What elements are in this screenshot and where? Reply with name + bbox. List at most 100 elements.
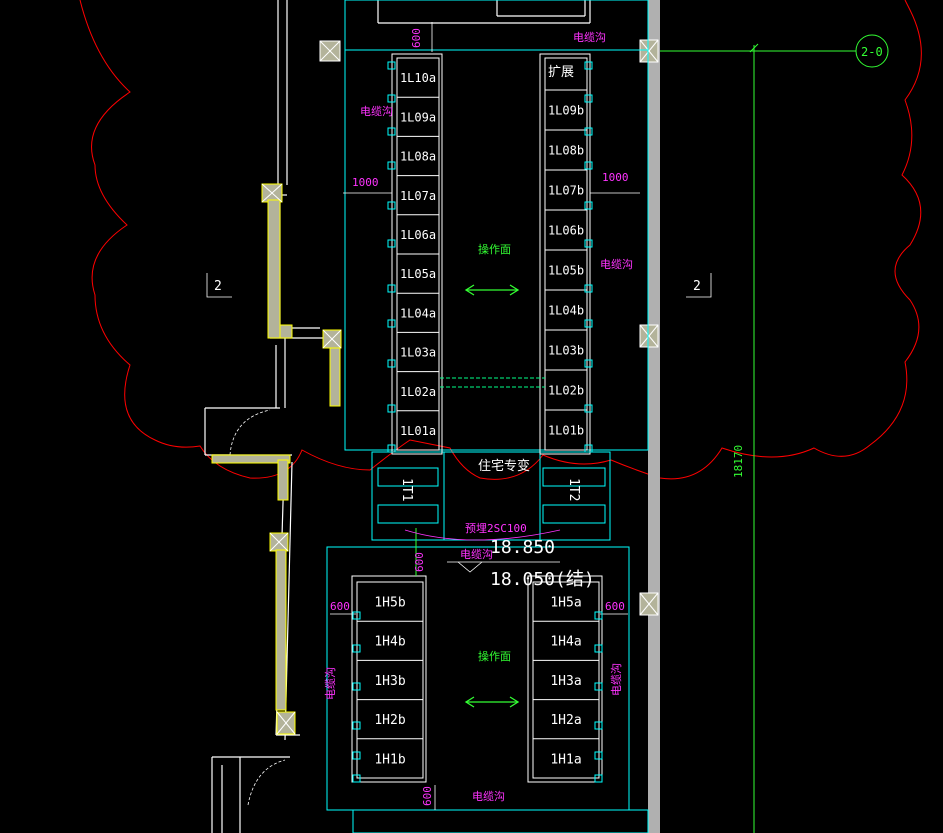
panel-label: 1L02b bbox=[548, 384, 584, 398]
connection-square bbox=[352, 682, 361, 691]
panel-label: 1H2b bbox=[374, 713, 405, 728]
panel-label: 1L01a bbox=[400, 424, 436, 438]
panel-label: 1L05a bbox=[400, 267, 436, 281]
connection-square bbox=[584, 161, 593, 170]
exterior-wall-right bbox=[648, 0, 660, 833]
panel-label: 1H2a bbox=[550, 713, 581, 728]
panel-label: 1L10a bbox=[400, 71, 436, 85]
conduit-note-label: 预埋2SC100 bbox=[465, 522, 527, 535]
panel-label: 1L03a bbox=[400, 346, 436, 360]
connection-square bbox=[352, 611, 361, 620]
connection-square bbox=[387, 444, 396, 453]
connection-square bbox=[584, 201, 593, 210]
cable-trench-label-7: 电缆沟 bbox=[610, 663, 623, 696]
panel-label: 1H4a bbox=[550, 635, 581, 650]
section-mark-left: 2 bbox=[214, 279, 222, 294]
operation-face-label-2: 操作面 bbox=[478, 649, 511, 663]
panel-label: 1L02a bbox=[400, 385, 436, 399]
dim-vertical-label: 18170 bbox=[732, 445, 745, 478]
cable-trench-label-1: 电缆沟 bbox=[360, 105, 393, 118]
connection-square bbox=[387, 359, 396, 368]
transformer-1-label: 1T1 bbox=[399, 478, 414, 501]
grid-bubble-label: 2-0 bbox=[861, 45, 883, 59]
connection-square bbox=[387, 284, 396, 293]
panel-row-low-left: 1L10a1L09a1L08a1L07a1L06a1L05a1L04a1L03a… bbox=[397, 71, 439, 451]
connection-square bbox=[352, 644, 361, 653]
connection-square bbox=[584, 404, 593, 413]
connection-square bbox=[387, 127, 396, 136]
panel-label: 1L08a bbox=[400, 150, 436, 164]
connection-square bbox=[387, 239, 396, 248]
operation-arrows bbox=[464, 284, 520, 708]
dim-600-left: 600 bbox=[330, 600, 350, 613]
panel-label: 1H5b bbox=[374, 596, 405, 611]
connection-square bbox=[387, 61, 396, 70]
connection-square bbox=[584, 127, 593, 136]
panel-row-low-right: 1L09b1L08b1L07b1L06b1L05b1L04b1L03b1L02b… bbox=[545, 104, 587, 451]
panel-label: 1L04b bbox=[548, 304, 584, 318]
panel-label: 1L07b bbox=[548, 184, 584, 198]
door-swings bbox=[229, 409, 286, 806]
connection-square bbox=[584, 444, 593, 453]
connection-square bbox=[584, 359, 593, 368]
panel-label: 1H4b bbox=[374, 635, 405, 650]
section-mark-right: 2 bbox=[693, 279, 701, 294]
cable-trench-label-4: 电缆沟 bbox=[460, 548, 493, 561]
operation-face-label-1: 操作面 bbox=[478, 242, 511, 256]
dim-600-mid: 600 bbox=[413, 552, 426, 572]
bus-duct bbox=[440, 377, 545, 388]
panel-label: 1L06a bbox=[400, 228, 436, 242]
revision-cloud bbox=[79, 0, 922, 480]
connection-square bbox=[594, 721, 603, 730]
connection-square bbox=[584, 319, 593, 328]
transformer-2-label: 1T2 bbox=[566, 478, 581, 501]
panel-label: 1L05b bbox=[548, 264, 584, 278]
dim-600-right: 600 bbox=[605, 600, 625, 613]
room-name-label: 住宅专变 bbox=[478, 458, 530, 474]
connection-square bbox=[387, 319, 396, 328]
elevation-bottom-label: 18.050(结) bbox=[490, 569, 595, 590]
dim-1000-right: 1000 bbox=[602, 171, 629, 184]
connection-square bbox=[387, 94, 396, 103]
panel-label: 1L08b bbox=[548, 144, 584, 158]
panel-label: 1H1a bbox=[550, 752, 581, 767]
connection-square bbox=[352, 774, 361, 783]
panel-label: 1L09b bbox=[548, 104, 584, 118]
panel-label: 1L01b bbox=[548, 424, 584, 438]
cable-trench-label-5: 电缆沟 bbox=[472, 790, 505, 803]
panel-label: 1L07a bbox=[400, 189, 436, 203]
panel-row-high-right: 1H5a 1H4a 1H3a 1H2a 1H1a bbox=[533, 596, 599, 779]
panel-label: 1H3b bbox=[374, 674, 405, 689]
connection-square bbox=[387, 201, 396, 210]
connection-squares bbox=[352, 61, 603, 783]
connection-square bbox=[594, 611, 603, 620]
panel-label: 1H3a bbox=[550, 674, 581, 689]
dim-1000-left: 1000 bbox=[352, 176, 379, 189]
cable-trench-label-6: 电缆沟 bbox=[324, 667, 337, 700]
cable-trench-label-2: 电缆沟 bbox=[573, 31, 606, 44]
panel-label: 1H5a bbox=[550, 596, 581, 611]
connection-square bbox=[387, 404, 396, 413]
connection-square bbox=[584, 284, 593, 293]
column-markers bbox=[261, 39, 659, 735]
connection-square bbox=[594, 751, 603, 760]
connection-square bbox=[387, 161, 396, 170]
panel-label: 1L09a bbox=[400, 110, 436, 124]
elevation-top-label: 18.850 bbox=[490, 537, 555, 558]
connection-square bbox=[594, 774, 603, 783]
dim-600-top: 600 bbox=[410, 28, 423, 48]
panel-label: 1L03b bbox=[548, 344, 584, 358]
connection-square bbox=[594, 682, 603, 691]
expansion-label: 扩展 bbox=[548, 65, 574, 80]
panel-label: 1H1b bbox=[374, 752, 405, 767]
panel-row-high-left: 1H5b 1H4b 1H3b 1H2b 1H1b bbox=[357, 596, 423, 779]
connection-square bbox=[584, 94, 593, 103]
connection-square bbox=[584, 239, 593, 248]
connection-square bbox=[584, 61, 593, 70]
connection-square bbox=[352, 721, 361, 730]
connection-square bbox=[594, 644, 603, 653]
dim-600-bottom: 600 bbox=[421, 786, 434, 806]
connection-square bbox=[352, 751, 361, 760]
cable-trench-label-3: 电缆沟 bbox=[600, 258, 633, 271]
